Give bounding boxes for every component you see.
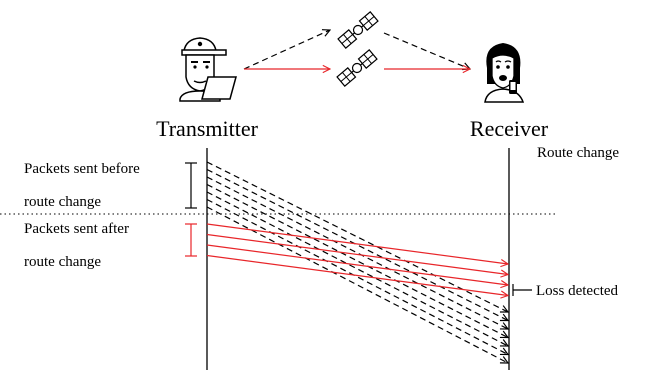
new-route-packets (206, 223, 508, 296)
loss-detected-label: Loss detected (536, 283, 619, 299)
new-route-packet-arrow (206, 233, 508, 275)
transmitter-label: Transmitter (156, 116, 259, 141)
old-route-packet-arrow (206, 198, 508, 355)
old-route-packet-arrow (206, 161, 508, 312)
old-route-packet-arrow (206, 176, 508, 329)
old-route-packets (206, 161, 508, 363)
new-route-packet-arrow (206, 244, 508, 285)
new-route-packet-arrow (206, 223, 508, 264)
old-route-packet-arrow (206, 206, 508, 363)
after-packets-label-line1: Packets sent after (24, 221, 129, 237)
new-route-packet-arrow (206, 254, 508, 296)
before-packets-label-line2: route change (24, 194, 101, 210)
receiver-person-icon (484, 43, 525, 103)
old-route-packet-arrow (206, 183, 508, 338)
after-packets-bracket (185, 223, 197, 257)
old-route-packet-arrow (206, 168, 508, 321)
upper-satellite-icon (337, 11, 379, 49)
before-packets-label-line1: Packets sent before (24, 161, 140, 177)
loss-detected-marker (512, 284, 532, 296)
transmitter-person-icon (179, 37, 237, 102)
before-packets-bracket (185, 162, 197, 209)
old-route-packet-arrow (206, 191, 508, 346)
old-route-downlink-arrow (383, 32, 470, 69)
after-packets-label-line2: route change (24, 254, 101, 270)
route-change-label: Route change (537, 145, 619, 161)
old-route-uplink-arrow (243, 30, 330, 70)
lower-satellite-icon (336, 49, 378, 87)
receiver-label: Receiver (470, 116, 549, 141)
